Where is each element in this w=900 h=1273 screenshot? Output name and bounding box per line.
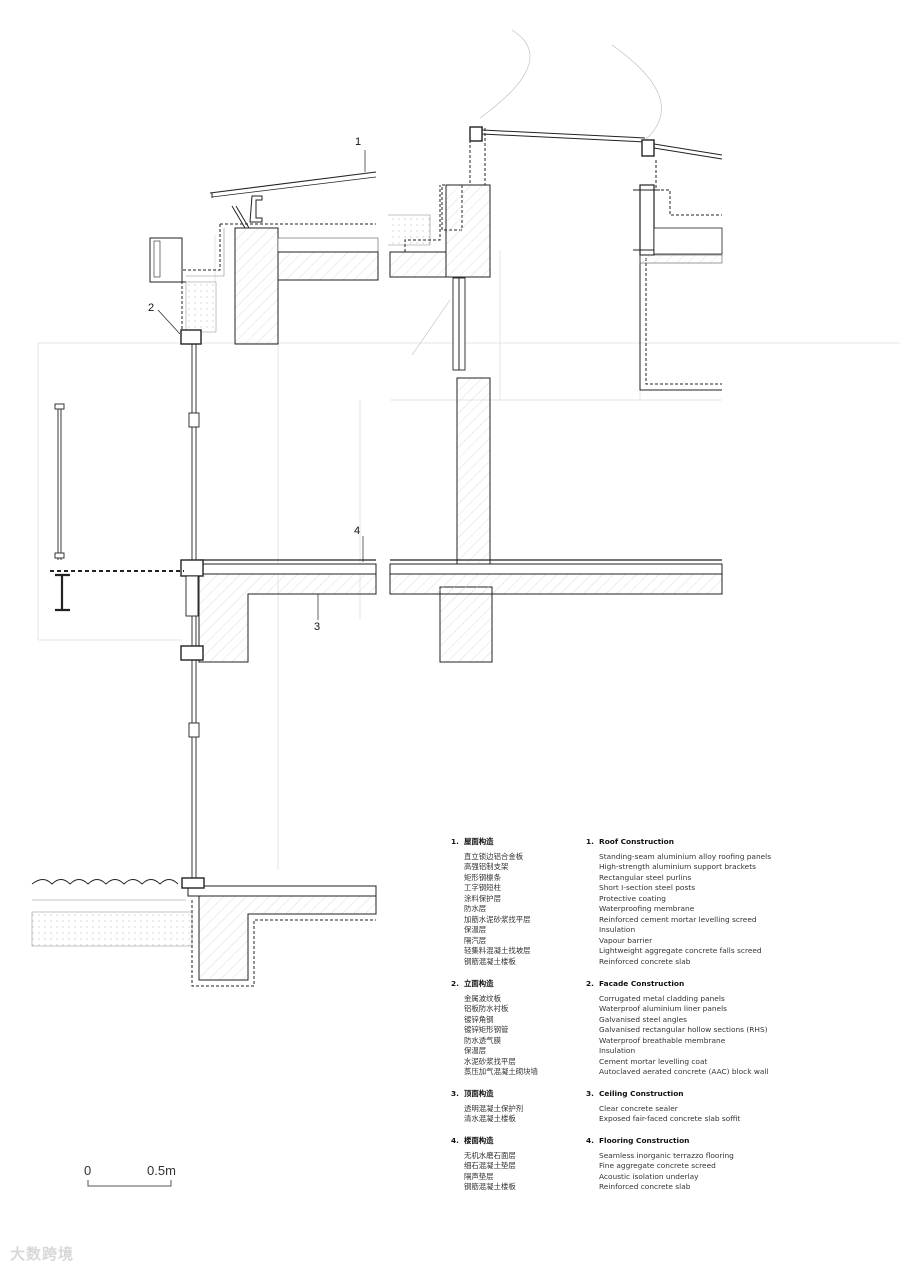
scale-bar (87, 1180, 172, 1187)
scale-zero-label: 0 (84, 1163, 92, 1178)
ground-slab (31, 877, 377, 987)
callout-leaders (157, 150, 366, 620)
column (439, 377, 493, 663)
callout-2: 2 (148, 302, 155, 314)
roof-left (149, 171, 379, 345)
balcony (50, 403, 184, 612)
legend-cn-list-roof: 直立锁边铝合金板高强铝制支架 矩形钢檩条工字钢短柱 涂料保护层防水层 加筋水泥砂… (464, 851, 531, 966)
callout-1: 1 (355, 136, 362, 148)
legend-group-facade-en: 2.Facade Construction Corrugated metal c… (586, 979, 769, 1076)
callout-4: 4 (354, 525, 361, 537)
legend-group-roof-en: 1.Roof Construction Standing-seam alumin… (586, 837, 772, 966)
legend-group-flooring: 4.楼面构造 无机水磨石面层细石混凝土垫层 隔声垫层钢筋混凝土楼板 (451, 1136, 516, 1191)
legend-group-facade: 2.立面构造 金属波纹板铝板防水衬板 镀锌角钢镀锌矩形钢管 防水透气膜保温层 水… (451, 979, 538, 1076)
watermark-logo: 大数跨境 (10, 1245, 75, 1263)
roof-right (388, 29, 723, 391)
legend-group-flooring-en: 4.Flooring Construction Seamless inorgan… (586, 1136, 734, 1191)
curtain-wall (180, 344, 204, 880)
legend-group-roof: 1.屋面构造 直立锁边铝合金板高强铝制支架 矩形钢檩条工字钢短柱 涂料保护层防水… (451, 837, 751, 967)
legend-group-ceiling-en: 3.Ceiling Construction Clear concrete se… (586, 1089, 741, 1123)
scale-half-label: 0.5m (147, 1163, 176, 1178)
callout-3: 3 (314, 621, 321, 633)
legend-group-ceiling: 3.顶面构造 透明混凝土保护剂清水混凝土楼板 (451, 1089, 524, 1123)
